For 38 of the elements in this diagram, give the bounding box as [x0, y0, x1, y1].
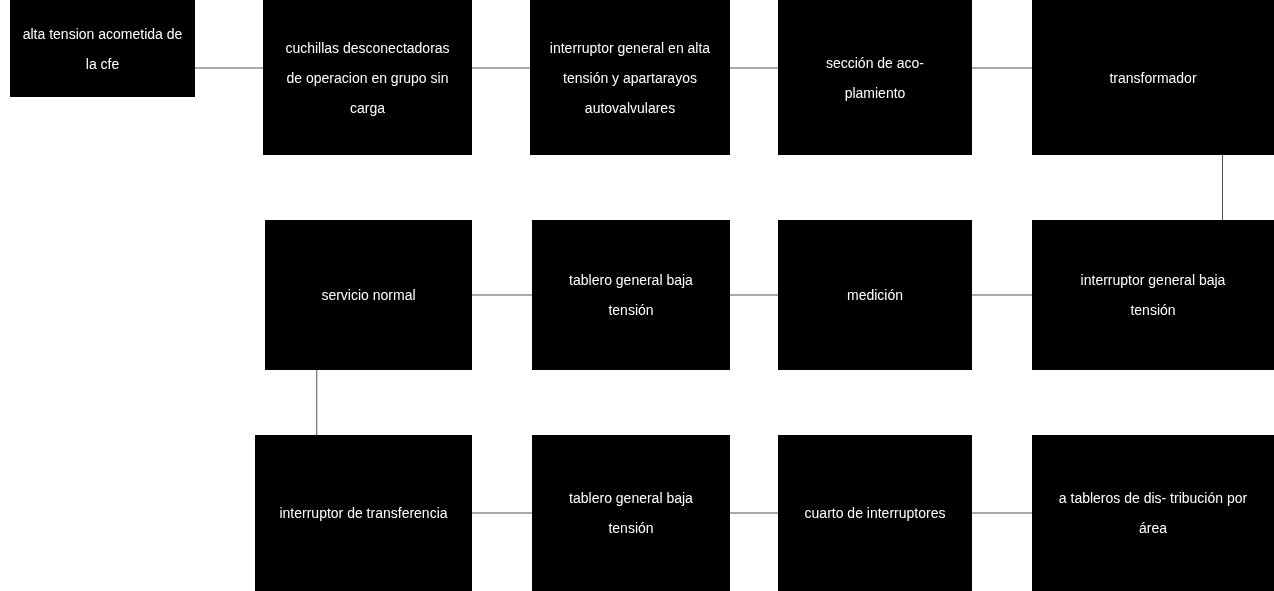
process-box: [532, 220, 730, 370]
box-label: interruptor general en alta tensión y apartarayos autovalvulares: [548, 38, 712, 118]
process-box: [1032, 435, 1274, 591]
connector-line: [971, 67, 1033, 69]
box-label: cuchillas desconectadoras de operacion en grupo sin carga: [284, 38, 451, 118]
connector-line: [729, 512, 779, 514]
box-label: servicio normal: [321, 286, 416, 305]
box-label: sección de aco- plamiento: [824, 53, 926, 103]
process-box: [778, 435, 972, 591]
connector-line: [471, 294, 533, 296]
connector-line: [194, 67, 264, 69]
connector-line: [316, 369, 318, 436]
process-box: [265, 220, 472, 370]
box-label: interruptor general baja tensión: [1079, 271, 1227, 320]
connector-line: [971, 512, 1033, 514]
connector-line: [971, 294, 1033, 296]
process-box: [263, 0, 472, 155]
connector-line: [471, 67, 531, 69]
process-box: [532, 435, 730, 591]
box-label: interruptor de transferencia: [279, 504, 448, 523]
process-box: [1032, 220, 1274, 370]
process-box: [255, 435, 472, 591]
process-box: [778, 0, 972, 155]
box-label: tablero general baja tensión: [568, 271, 694, 320]
connector-line: [1222, 154, 1223, 221]
box-label: cuarto de interruptores: [804, 504, 946, 523]
box-label: tablero general baja tensión: [568, 489, 694, 538]
connector-line: [729, 67, 779, 69]
process-box: [530, 0, 730, 155]
process-box: [778, 220, 972, 370]
process-box: [10, 0, 195, 97]
connector-line: [471, 512, 533, 514]
box-label: alta tension acometida de la cfe: [22, 24, 183, 74]
connector-line: [729, 294, 779, 296]
process-box: [1032, 0, 1274, 155]
box-label: transformador: [1109, 68, 1197, 88]
box-label: medición: [847, 286, 903, 305]
box-label: a tableros de dis- tribución por área: [1058, 489, 1248, 538]
